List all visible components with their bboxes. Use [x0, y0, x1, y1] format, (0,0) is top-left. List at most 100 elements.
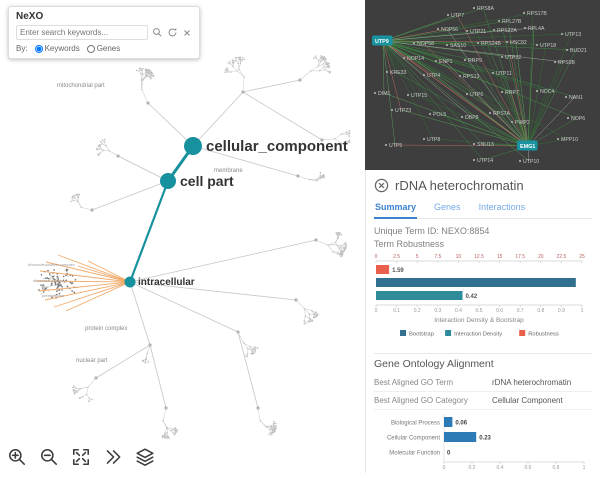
- svg-text:20: 20: [538, 254, 544, 260]
- zoom-in-button[interactable]: [6, 447, 28, 469]
- search-icon[interactable]: [152, 27, 163, 38]
- network-node[interactable]: BUD21: [566, 48, 587, 54]
- radio-keywords[interactable]: Keywords: [35, 44, 80, 53]
- tree-node-cell-part[interactable]: cell part: [160, 173, 234, 189]
- network-node[interactable]: RPS8A: [473, 6, 495, 12]
- svg-text:UTP8: UTP8: [427, 137, 440, 143]
- svg-text:NOP58: NOP58: [417, 41, 434, 47]
- network-node[interactable]: RPS22A: [493, 28, 518, 34]
- svg-text:UTP10: UTP10: [523, 159, 539, 165]
- svg-text:RPS17B: RPS17B: [527, 11, 547, 17]
- svg-text:0.7: 0.7: [517, 308, 524, 314]
- network-node[interactable]: RPS9B: [554, 60, 576, 66]
- search-input[interactable]: [16, 25, 148, 40]
- tree-tiny-label: ribosomal subunit: [33, 278, 65, 283]
- svg-text:0.6: 0.6: [525, 465, 532, 471]
- svg-text:UTP15: UTP15: [411, 93, 427, 99]
- unique-term-id: Unique Term ID: NEXO:8854: [374, 226, 592, 236]
- svg-text:2.5: 2.5: [393, 254, 400, 260]
- svg-text:1: 1: [581, 308, 584, 314]
- svg-text:cellular_component: cellular_component: [206, 138, 348, 155]
- svg-text:0.23: 0.23: [479, 436, 491, 442]
- network-node[interactable]: RPL27B: [498, 19, 522, 25]
- tree-node-cellular-component[interactable]: cellular_component: [184, 137, 348, 155]
- expand-collapse-button[interactable]: [102, 447, 124, 469]
- svg-text:SNU13: SNU13: [477, 142, 494, 148]
- svg-text:UTP7: UTP7: [451, 13, 464, 19]
- network-node[interactable]: RPS7A: [489, 111, 511, 117]
- svg-text:12.5: 12.5: [474, 254, 484, 260]
- svg-text:RRP7: RRP7: [505, 90, 519, 96]
- svg-text:KRE33: KRE33: [390, 70, 407, 76]
- tab-genes[interactable]: Genes: [433, 200, 462, 218]
- network-node[interactable]: NOP56: [437, 27, 458, 33]
- svg-text:Interaction Density: Interaction Density: [454, 332, 502, 338]
- search-row: [16, 25, 192, 40]
- network-node[interactable]: RPS24B: [477, 41, 502, 47]
- network-node[interactable]: NOP14: [403, 56, 424, 62]
- svg-text:0.5: 0.5: [476, 308, 483, 314]
- tree-label[interactable]: nuclear part: [76, 358, 108, 364]
- svg-text:0: 0: [443, 465, 446, 471]
- svg-text:7.5: 7.5: [434, 254, 441, 260]
- svg-text:0.4: 0.4: [497, 465, 504, 471]
- svg-text:HSC82: HSC82: [510, 40, 527, 46]
- svg-text:BUD21: BUD21: [570, 48, 587, 54]
- tree-label[interactable]: membrane: [214, 168, 243, 174]
- close-term-icon[interactable]: [374, 178, 389, 193]
- svg-text:SAS10: SAS10: [450, 43, 466, 49]
- search-by-label: By:: [16, 44, 28, 53]
- network-node[interactable]: RPS17B: [523, 11, 548, 17]
- svg-text:NOP6: NOP6: [571, 116, 585, 122]
- svg-text:0.8: 0.8: [537, 308, 544, 314]
- svg-text:NOC4: NOC4: [540, 89, 555, 95]
- svg-text:UTP4: UTP4: [427, 73, 440, 79]
- svg-text:RPS8A: RPS8A: [477, 6, 495, 12]
- svg-text:UTP6: UTP6: [470, 92, 483, 98]
- svg-text:UTP9: UTP9: [375, 39, 389, 45]
- svg-text:1: 1: [583, 465, 586, 471]
- network-node[interactable]: UTP9: [372, 36, 393, 46]
- svg-text:NAN1: NAN1: [569, 95, 583, 101]
- svg-text:Molecular Function: Molecular Function: [389, 451, 440, 457]
- fit-view-button[interactable]: [70, 447, 92, 469]
- radio-genes-label: Genes: [97, 44, 121, 53]
- svg-text:UTP11: UTP11: [496, 71, 512, 77]
- tree-tiny-label: ribonucleoprotein complex: [28, 262, 75, 267]
- svg-text:0.6: 0.6: [496, 308, 503, 314]
- svg-text:DBP8: DBP8: [465, 115, 479, 121]
- layers-button[interactable]: [134, 447, 156, 469]
- zoom-out-button[interactable]: [38, 447, 60, 469]
- svg-text:cell part: cell part: [180, 173, 234, 189]
- tree-label[interactable]: protein complex: [85, 326, 127, 332]
- network-node[interactable]: EMG1: [517, 141, 538, 151]
- svg-text:0.1: 0.1: [393, 308, 400, 314]
- network-node[interactable]: MPP10: [557, 137, 578, 143]
- svg-text:1.59: 1.59: [392, 268, 404, 274]
- svg-text:0.8: 0.8: [553, 465, 560, 471]
- network-node[interactable]: HSC82: [506, 40, 527, 46]
- term-title: rDNA heterochromatin: [395, 178, 524, 193]
- tree-node-intracellular[interactable]: intracellular: [125, 277, 195, 289]
- app-title: NeXO: [16, 11, 192, 22]
- network-node[interactable]: NOP58: [413, 41, 434, 47]
- svg-text:Cellular Component: Cellular Component: [387, 436, 440, 442]
- network-node[interactable]: SNU13: [473, 142, 494, 148]
- tab-interactions[interactable]: Interactions: [478, 200, 527, 218]
- network-node[interactable]: RPL4A: [524, 26, 545, 32]
- radio-genes[interactable]: Genes: [87, 44, 121, 53]
- svg-text:RRP9: RRP9: [468, 58, 482, 64]
- refresh-icon[interactable]: [167, 27, 178, 38]
- tab-summary[interactable]: Summary: [374, 200, 417, 219]
- term-tabs: Summary Genes Interactions: [374, 200, 592, 219]
- svg-text:RPS13: RPS13: [463, 74, 480, 80]
- tree-label[interactable]: mitochondrial part: [57, 83, 105, 89]
- close-icon[interactable]: [182, 28, 192, 38]
- svg-text:RPS9B: RPS9B: [558, 60, 576, 66]
- keywords-radio[interactable]: [35, 45, 43, 53]
- go-term-label: Best Aligned GO Term: [374, 378, 492, 387]
- genes-radio[interactable]: [87, 45, 95, 53]
